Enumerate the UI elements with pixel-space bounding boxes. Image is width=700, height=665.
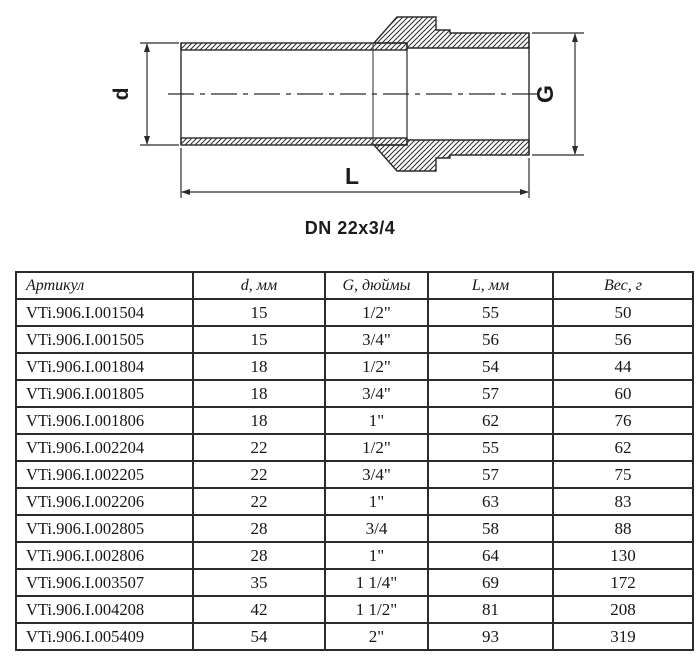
cell-article: VTi.906.I.002206 [15,487,194,516]
cell-article: VTi.906.I.003507 [15,568,194,597]
cell-g-inch: 1/2" [324,352,429,381]
cell-d-mm: 15 [192,298,326,327]
cell-weight-g: 83 [552,487,694,516]
cell-l-mm: 81 [427,595,554,624]
cell-article: VTi.906.I.001504 [15,298,194,327]
header-weight-g: Вес, г [552,271,694,300]
cell-d-mm: 18 [192,379,326,408]
collar-and-thread-walls [372,16,530,172]
cell-g-inch: 3/4" [324,379,429,408]
cell-l-mm: 56 [427,325,554,354]
spec-table-head: Артикул d, мм G, дюймы L, мм Вес, г [15,271,694,300]
cell-weight-g: 60 [552,379,694,408]
cell-l-mm: 69 [427,568,554,597]
cell-g-inch: 1/2" [324,298,429,327]
cell-l-mm: 93 [427,622,554,651]
header-g-inch: G, дюймы [324,271,429,300]
cell-weight-g: 75 [552,460,694,489]
header-d-mm: d, мм [192,271,326,300]
technical-drawing: d G L [0,0,700,215]
cell-article: VTi.906.I.004208 [15,595,194,624]
cell-article: VTi.906.I.005409 [15,622,194,651]
cell-weight-g: 208 [552,595,694,624]
cell-l-mm: 63 [427,487,554,516]
cell-weight-g: 319 [552,622,694,651]
cell-d-mm: 28 [192,514,326,543]
header-row: Артикул d, мм G, дюймы L, мм Вес, г [15,271,694,300]
cell-article: VTi.906.I.002205 [15,460,194,489]
cell-l-mm: 62 [427,406,554,435]
cell-d-mm: 18 [192,352,326,381]
cell-g-inch: 1" [324,406,429,435]
cell-article: VTi.906.I.002204 [15,433,194,462]
cell-d-mm: 42 [192,595,326,624]
cell-l-mm: 58 [427,514,554,543]
cell-g-inch: 3/4 [324,514,429,543]
cell-l-mm: 55 [427,433,554,462]
cell-l-mm: 57 [427,379,554,408]
spec-table: Артикул d, мм G, дюймы L, мм Вес, г VTi.… [15,271,694,651]
cell-g-inch: 3/4" [324,325,429,354]
cell-d-mm: 22 [192,433,326,462]
adapter-section-view: d G L [110,16,584,198]
cell-weight-g: 50 [552,298,694,327]
cell-g-inch: 1 1/4" [324,568,429,597]
cell-g-inch: 3/4" [324,460,429,489]
cell-d-mm: 54 [192,622,326,651]
cell-g-inch: 2" [324,622,429,651]
cell-g-inch: 1" [324,487,429,516]
cell-l-mm: 55 [427,298,554,327]
dimension-d [140,42,179,146]
cell-weight-g: 62 [552,433,694,462]
cell-article: VTi.906.I.002806 [15,541,194,570]
cell-article: VTi.906.I.001805 [15,379,194,408]
cell-d-mm: 22 [192,487,326,516]
dimension-L [180,148,530,198]
dim-label-G: G [532,85,558,103]
cell-l-mm: 64 [427,541,554,570]
dim-label-d: d [110,88,133,101]
cell-l-mm: 57 [427,460,554,489]
cell-weight-g: 76 [552,406,694,435]
cell-d-mm: 28 [192,541,326,570]
cell-g-inch: 1" [324,541,429,570]
cell-weight-g: 172 [552,568,694,597]
cell-d-mm: 18 [192,406,326,435]
cell-l-mm: 54 [427,352,554,381]
cell-g-inch: 1/2" [324,433,429,462]
cell-weight-g: 88 [552,514,694,543]
header-l-mm: L, мм [427,271,554,300]
cell-d-mm: 15 [192,325,326,354]
cell-article: VTi.906.I.002805 [15,514,194,543]
cell-weight-g: 56 [552,325,694,354]
cell-article: VTi.906.I.001804 [15,352,194,381]
header-article: Артикул [15,271,194,300]
dimension-G [532,32,584,156]
cell-g-inch: 1 1/2" [324,595,429,624]
drawing-caption: DN 22x3/4 [304,218,396,238]
cell-article: VTi.906.I.001806 [15,406,194,435]
cell-weight-g: 130 [552,541,694,570]
cell-d-mm: 22 [192,460,326,489]
cell-article: VTi.906.I.001505 [15,325,194,354]
dim-label-L: L [345,163,359,189]
cell-weight-g: 44 [552,352,694,381]
cell-d-mm: 35 [192,568,326,597]
